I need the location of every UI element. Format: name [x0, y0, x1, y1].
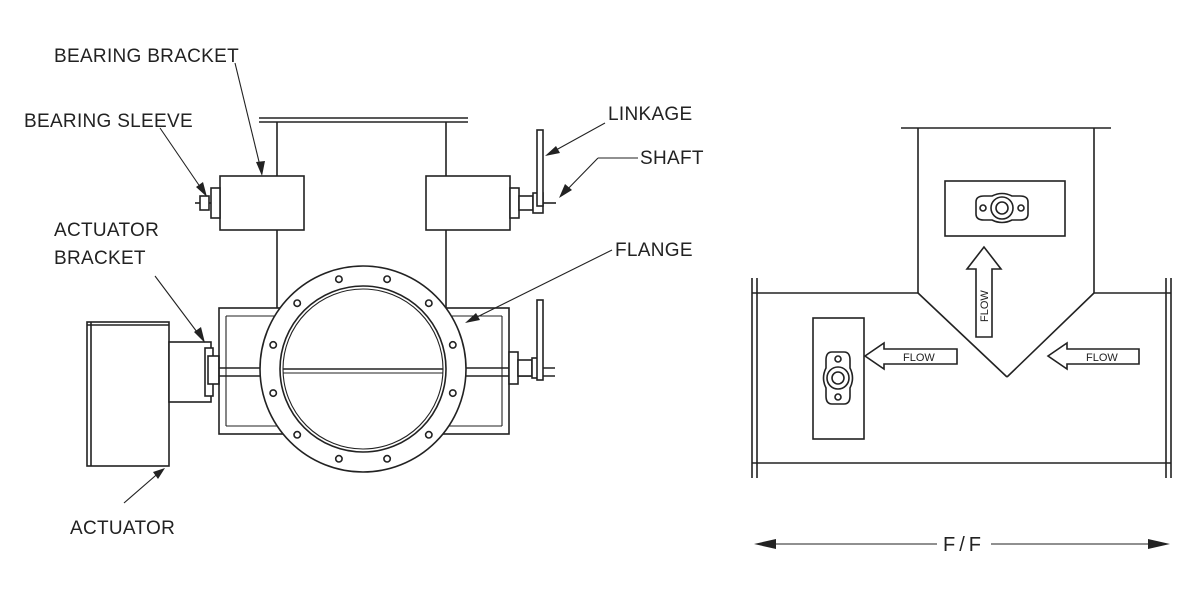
bolt-hole	[424, 430, 433, 439]
flow-label: FLOW	[903, 352, 935, 364]
dimension-label: F/F	[943, 534, 985, 556]
bolt-hole	[334, 275, 343, 284]
flow-arrow-left-1: FLOW	[863, 341, 958, 371]
actuator-body	[86, 321, 170, 467]
bolt-hole	[269, 340, 278, 349]
side-elevation-view: FLOW FLOW FLOW F/F	[751, 127, 1172, 556]
leader-lines	[123, 62, 638, 504]
bolt-hole	[293, 299, 302, 308]
diverter-body	[751, 127, 1172, 478]
flow-label: FLOW	[1086, 352, 1118, 364]
flow-arrow-up: FLOW	[965, 245, 1003, 338]
side-bearing-plate	[812, 317, 865, 440]
bearing-icon	[975, 192, 1029, 224]
label-actuator-bracket-line2: BRACKET	[54, 248, 146, 269]
label-actuator: ACTUATOR	[70, 518, 175, 539]
bolt-hole	[424, 299, 433, 308]
bolt-hole	[448, 389, 457, 398]
label-linkage: LINKAGE	[608, 104, 692, 125]
label-actuator-bracket-line1: ACTUATOR	[54, 220, 159, 241]
front-elevation-view: BEARING BRACKET BEARING SLEEVE LINKAGE S…	[24, 46, 704, 539]
flange-bolt-holes	[269, 275, 457, 463]
flow-arrow-left-2: FLOW	[1046, 341, 1140, 371]
face-to-face-dimension: F/F	[754, 534, 1170, 556]
label-shaft: SHAFT	[640, 148, 704, 169]
bolt-hole	[383, 275, 392, 284]
upper-linkage-arm	[536, 129, 544, 207]
left-bearing-bracket	[195, 175, 305, 231]
bolt-hole	[448, 340, 457, 349]
actuator-bracket	[168, 341, 220, 403]
label-bearing-bracket: BEARING BRACKET	[54, 46, 239, 67]
flange	[259, 265, 467, 473]
label-bearing-sleeve: BEARING SLEEVE	[24, 111, 193, 132]
bolt-hole	[269, 389, 278, 398]
bolt-hole	[383, 454, 392, 463]
bolt-hole	[334, 454, 343, 463]
upper-bearing-plate	[944, 180, 1066, 237]
bolt-hole	[293, 430, 302, 439]
bearing-icon	[822, 351, 854, 405]
label-flange: FLANGE	[615, 240, 693, 261]
right-bearing-bracket	[425, 175, 556, 231]
flow-label: FLOW	[979, 290, 991, 322]
